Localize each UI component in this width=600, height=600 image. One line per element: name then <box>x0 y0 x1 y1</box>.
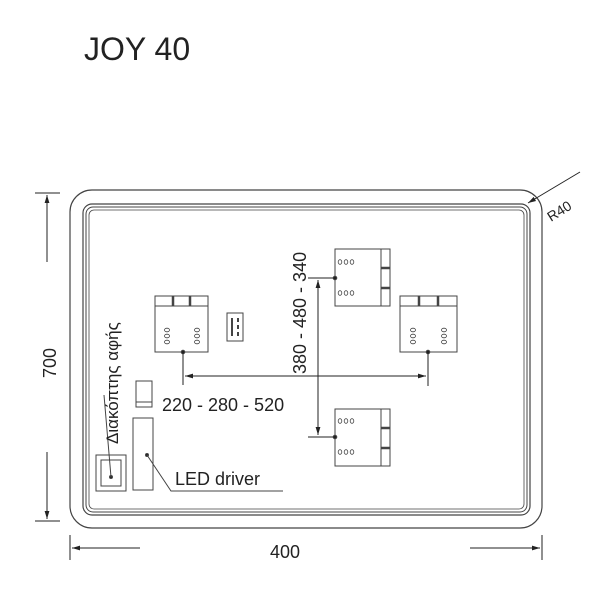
mount-bracket-bottom <box>332 408 391 467</box>
height-label: 700 <box>40 348 60 378</box>
connector-block <box>226 312 244 342</box>
height-dimension <box>35 192 60 522</box>
width-label: 400 <box>270 542 300 562</box>
horizontal-spacing-dimension <box>182 352 429 386</box>
vertical-spacing-label: 380 - 480 - 340 <box>290 252 310 374</box>
led-driver-label: LED driver <box>175 469 260 489</box>
touch-switch-label: Διακόπτης αφής <box>103 322 122 444</box>
mount-bracket-right <box>399 295 458 355</box>
product-title: JOY 40 <box>84 31 190 67</box>
vertical-spacing-dimension <box>308 277 335 438</box>
horizontal-spacing-label: 220 - 280 - 520 <box>162 395 284 415</box>
width-dimension <box>69 535 543 560</box>
radius-label: R40 <box>544 197 574 224</box>
mirror-outline <box>69 189 543 529</box>
led-driver <box>132 380 283 492</box>
touch-switch <box>95 394 127 492</box>
mount-bracket-left <box>154 295 209 355</box>
radius-dimension: R40 <box>527 171 581 225</box>
mount-bracket-top <box>332 248 391 307</box>
